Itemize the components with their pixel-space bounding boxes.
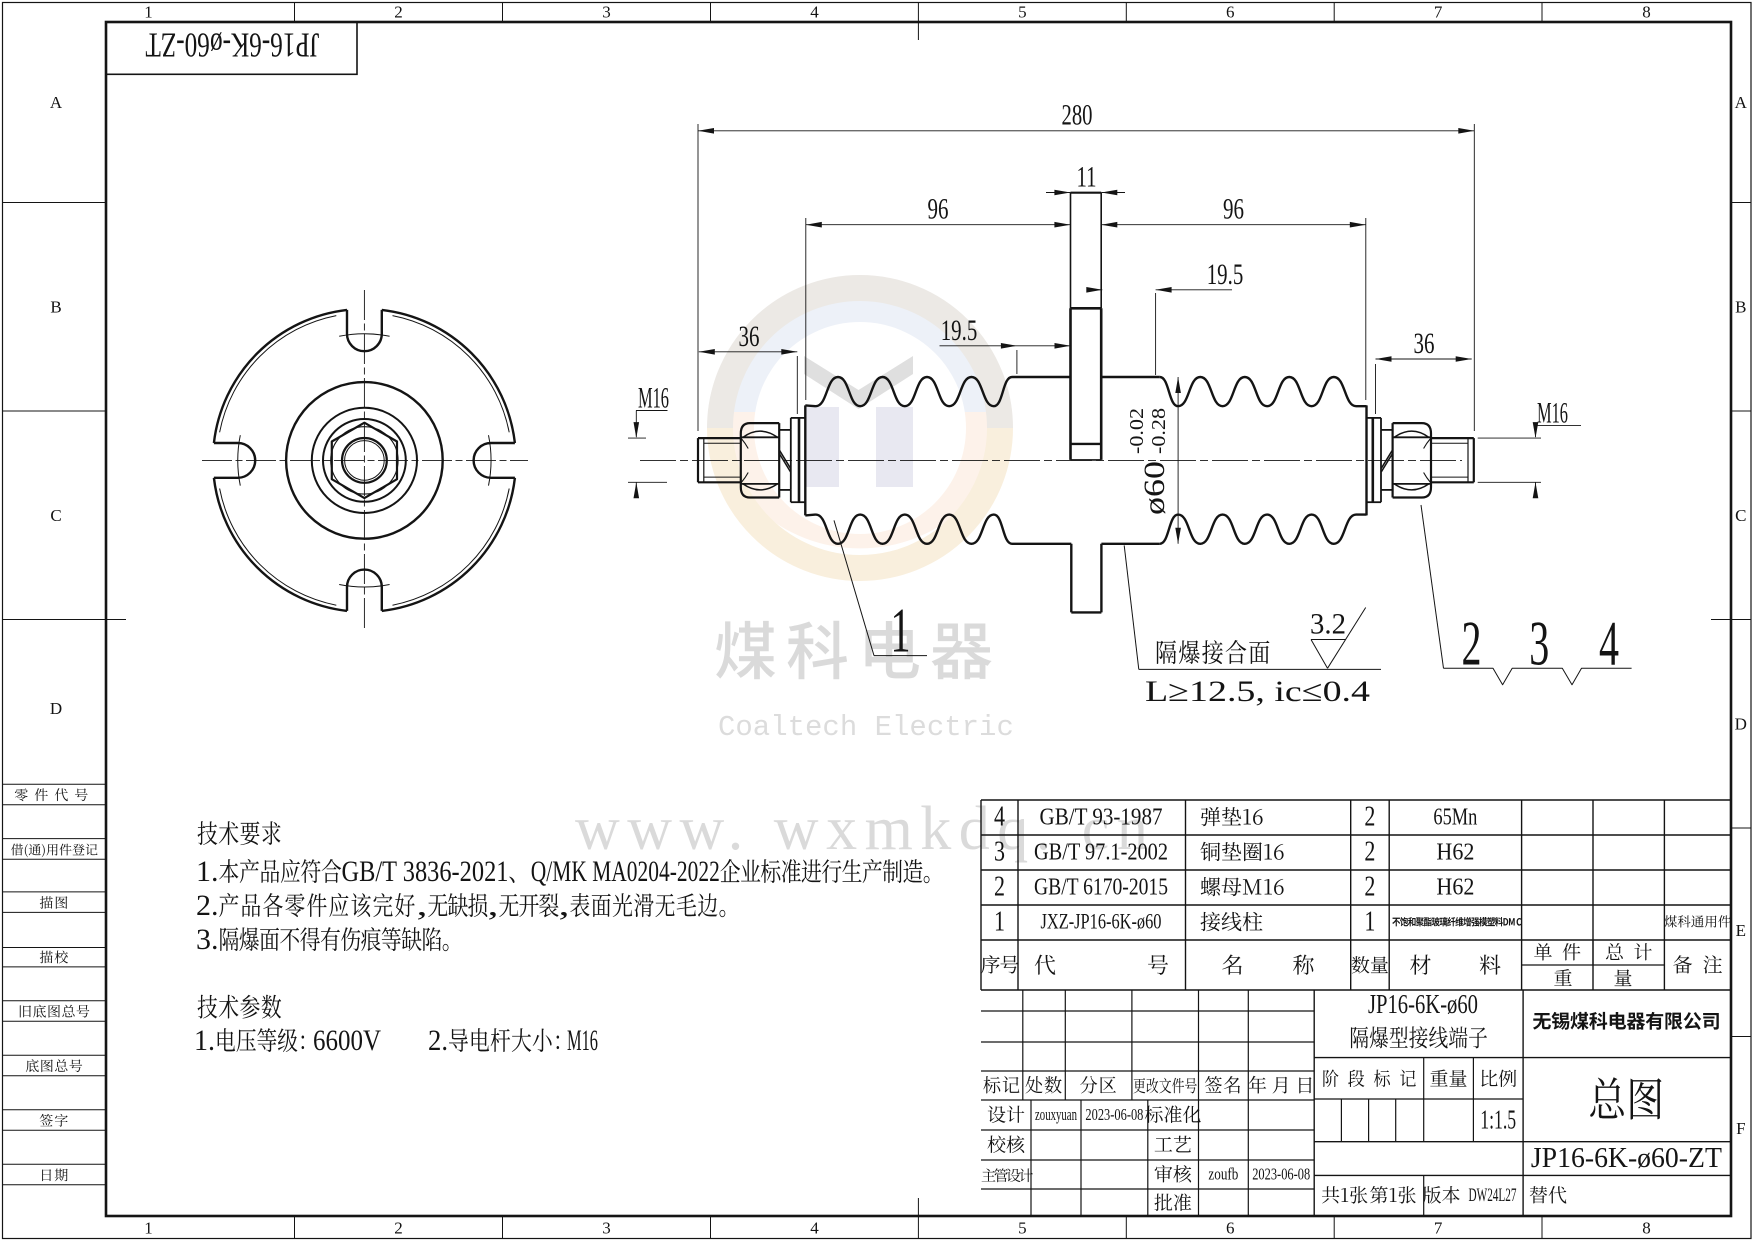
svg-text:C: C [1735, 506, 1746, 525]
svg-text:96: 96 [928, 193, 949, 226]
svg-text:M16: M16 [1537, 397, 1568, 430]
svg-text:-0.02: -0.02 [1126, 408, 1148, 454]
svg-text:1.: 1. [196, 855, 219, 888]
svg-text:5: 5 [1018, 1219, 1027, 1238]
svg-text:1: 1 [144, 3, 153, 22]
svg-text:2: 2 [994, 872, 1005, 903]
svg-text:3: 3 [602, 3, 611, 22]
svg-text:D: D [50, 699, 62, 718]
svg-text:6600V: 6600V [313, 1024, 381, 1057]
svg-text:3.: 3. [196, 923, 219, 956]
svg-text:A: A [50, 93, 63, 112]
svg-text:280: 280 [1062, 99, 1093, 132]
svg-text:3: 3 [994, 837, 1005, 868]
svg-text:3.2: 3.2 [1310, 608, 1346, 641]
svg-text:3: 3 [602, 1219, 611, 1238]
svg-text:11: 11 [1077, 161, 1097, 194]
svg-text:4: 4 [810, 3, 819, 22]
svg-text:zoufb: zoufb [1208, 1165, 1238, 1184]
svg-text:2: 2 [1364, 802, 1375, 833]
svg-text:JP16-6K-ø60-ZT: JP16-6K-ø60-ZT [1531, 1143, 1722, 1174]
svg-text:Coaltech Electric: Coaltech Electric [718, 711, 1014, 744]
svg-text:Q/MK MA0204-2022: Q/MK MA0204-2022 [531, 855, 720, 888]
svg-text:36: 36 [739, 320, 760, 353]
svg-text:GB/T 3836-2021: GB/T 3836-2021 [342, 855, 509, 888]
svg-text:GB/T 93-1987: GB/T 93-1987 [1040, 805, 1163, 831]
svg-text:2: 2 [1364, 837, 1375, 868]
svg-text:8: 8 [1642, 1219, 1651, 1238]
svg-text:36: 36 [1414, 327, 1435, 360]
svg-text:M16: M16 [567, 1024, 598, 1057]
svg-text:-0.28: -0.28 [1148, 408, 1170, 454]
svg-text:L≥12.5, ic≤0.4: L≥12.5, ic≤0.4 [1145, 675, 1370, 708]
svg-text:A: A [1735, 93, 1748, 112]
svg-text:7: 7 [1434, 1219, 1443, 1238]
svg-text:3: 3 [1529, 608, 1549, 679]
svg-text:2: 2 [1462, 608, 1482, 679]
svg-text:7: 7 [1434, 3, 1443, 22]
svg-text:zouxyuan: zouxyuan [1035, 1105, 1077, 1124]
svg-text:E: E [1736, 921, 1746, 940]
svg-text:96: 96 [1223, 193, 1244, 226]
svg-text:,: , [417, 889, 428, 922]
svg-text:www. wxmkdq. cn: www. wxmkdq. cn [575, 795, 1155, 863]
svg-text:B: B [1735, 298, 1746, 317]
svg-text:H62: H62 [1436, 840, 1474, 866]
svg-text:6: 6 [1226, 1219, 1235, 1238]
svg-text:1:1.5: 1:1.5 [1480, 1105, 1516, 1135]
svg-text:DW24L27: DW24L27 [1469, 1185, 1517, 1206]
svg-text:1: 1 [1364, 907, 1375, 938]
svg-text:19.5: 19.5 [941, 314, 978, 347]
svg-text:D: D [1735, 715, 1747, 734]
svg-text:2.: 2. [428, 1024, 448, 1057]
svg-text:1: 1 [994, 907, 1005, 938]
svg-text:8: 8 [1642, 3, 1651, 22]
svg-text:,: , [559, 889, 570, 922]
svg-text:2.: 2. [196, 889, 219, 922]
svg-text:2023-06-08: 2023-06-08 [1252, 1165, 1310, 1184]
svg-text:M16: M16 [638, 382, 669, 415]
svg-text:C: C [50, 506, 61, 525]
svg-text:ø60: ø60 [1138, 461, 1171, 515]
svg-text:1.: 1. [194, 1024, 215, 1057]
svg-text:2: 2 [394, 3, 403, 22]
svg-text:JP16-6K-ø60: JP16-6K-ø60 [1368, 989, 1478, 1019]
svg-text:2: 2 [1364, 872, 1375, 903]
svg-text:4: 4 [994, 802, 1005, 833]
svg-text:JXZ-JP16-6K-ø60: JXZ-JP16-6K-ø60 [1041, 909, 1162, 934]
svg-text:B: B [50, 298, 61, 317]
svg-text:2023-06-08: 2023-06-08 [1085, 1105, 1143, 1124]
svg-text:65Mn: 65Mn [1433, 805, 1477, 831]
svg-text:GB/T 6170-2015: GB/T 6170-2015 [1034, 875, 1168, 901]
svg-text:5: 5 [1018, 3, 1027, 22]
svg-text:GB/T 97.1-2002: GB/T 97.1-2002 [1034, 840, 1168, 866]
svg-text:2: 2 [394, 1219, 403, 1238]
svg-text:6: 6 [1226, 3, 1235, 22]
svg-text:19.5: 19.5 [1207, 258, 1244, 291]
svg-text:4: 4 [1599, 608, 1619, 679]
svg-text:,: , [488, 889, 499, 922]
svg-text:4: 4 [810, 1219, 819, 1238]
svg-text:H62: H62 [1436, 875, 1474, 901]
svg-text:JP16-6K-ø60-ZT: JP16-6K-ø60-ZT [145, 26, 319, 65]
svg-text:F: F [1736, 1119, 1745, 1138]
svg-text:1: 1 [891, 595, 911, 666]
svg-text:1: 1 [144, 1219, 153, 1238]
